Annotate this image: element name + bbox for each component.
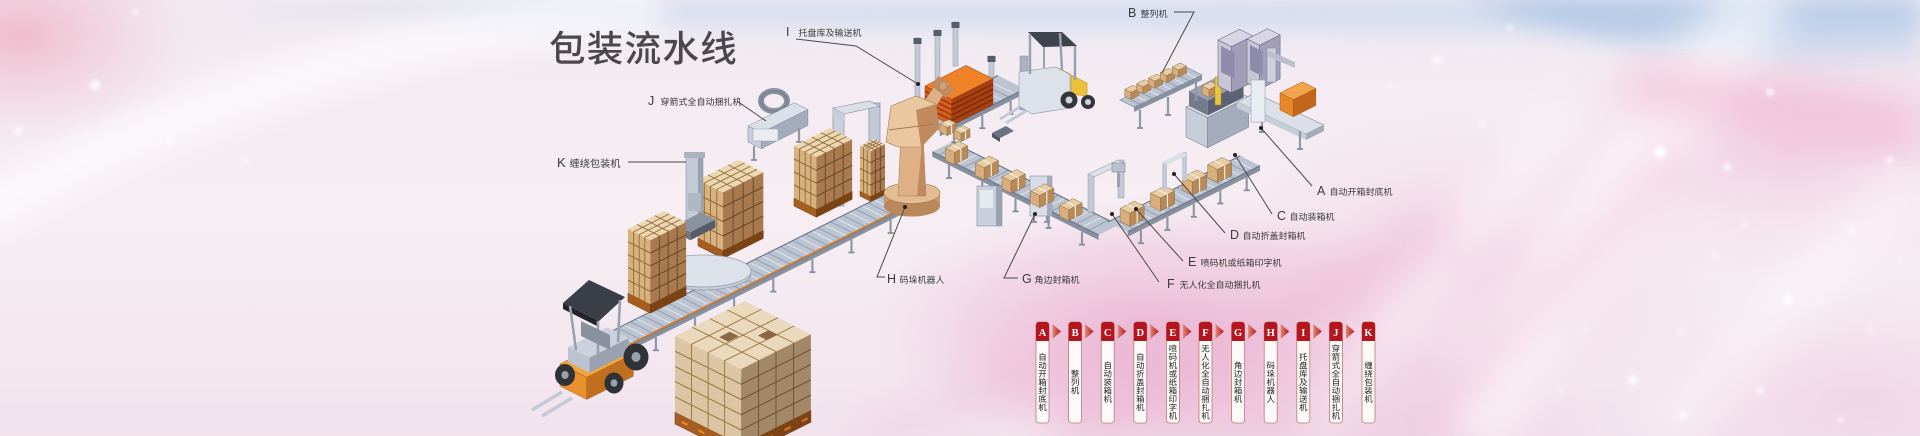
svg-text:D: D [1230, 228, 1239, 242]
svg-text:H: H [887, 272, 896, 286]
svg-text:E: E [1169, 328, 1176, 339]
svg-text:J: J [648, 94, 654, 108]
svg-text:B: B [1128, 6, 1136, 20]
svg-text:K: K [1364, 328, 1373, 339]
svg-text:J: J [1333, 328, 1338, 339]
svg-text:I: I [786, 25, 789, 39]
svg-text:A: A [1317, 184, 1326, 198]
svg-text:G: G [1234, 328, 1242, 339]
svg-text:F: F [1202, 328, 1208, 339]
svg-text:B: B [1072, 328, 1079, 339]
svg-text:E: E [1188, 255, 1196, 269]
svg-text:K: K [557, 155, 566, 170]
svg-text:F: F [1167, 277, 1175, 291]
svg-text:C: C [1277, 209, 1286, 223]
svg-text:C: C [1104, 328, 1112, 339]
svg-text:G: G [1022, 272, 1032, 286]
svg-text:D: D [1137, 328, 1145, 339]
svg-text:H: H [1267, 328, 1275, 339]
svg-text:I: I [1301, 328, 1305, 339]
svg-text:A: A [1039, 328, 1047, 339]
